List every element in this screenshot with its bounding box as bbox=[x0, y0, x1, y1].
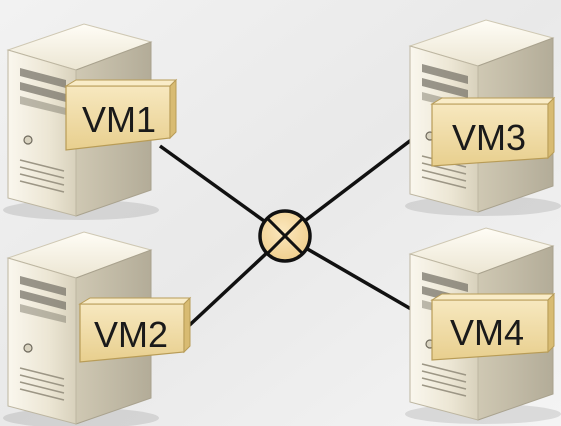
label-tab-vm2: VM2 bbox=[78, 296, 192, 363]
label-tab-vm1: VM1 bbox=[64, 78, 178, 151]
vm2-label: VM2 bbox=[94, 314, 168, 355]
crossed-circle-switch-icon[interactable] bbox=[258, 209, 312, 263]
vm1-label: VM1 bbox=[82, 99, 156, 140]
label-tab-vm3: VM3 bbox=[430, 96, 556, 167]
vm4-label: VM4 bbox=[450, 312, 524, 353]
vm3-label: VM3 bbox=[452, 117, 526, 158]
label-tab-vm4: VM4 bbox=[430, 292, 556, 361]
edge-vm4-hub bbox=[284, 234, 431, 322]
